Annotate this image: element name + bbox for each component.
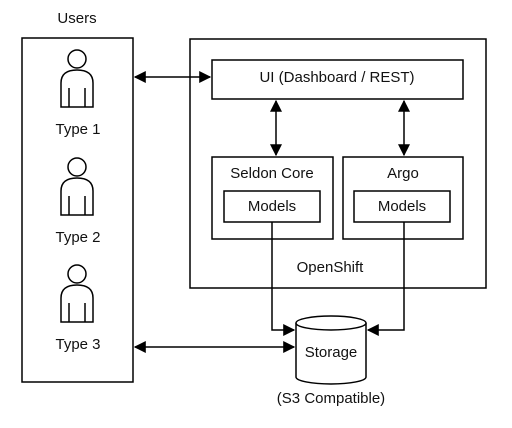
argo-models-box xyxy=(353,190,451,223)
storage-cylinder xyxy=(295,315,367,385)
argo-models-label: Models xyxy=(377,198,427,215)
user-type-1-label: Type 1 xyxy=(55,121,101,138)
user-icon-type-1 xyxy=(60,49,94,108)
ui-label: UI (Dashboard / REST) xyxy=(259,69,415,86)
openshift-panel xyxy=(189,38,487,289)
seldon-models-box xyxy=(223,190,321,223)
storage-caption: (S3 Compatible) xyxy=(276,390,386,407)
seldon-models-storage-connector xyxy=(271,222,296,336)
storage-label: Storage xyxy=(304,344,358,361)
user-type-3-label: Type 3 xyxy=(55,336,101,353)
users-panel xyxy=(21,37,134,383)
argo-title: Argo xyxy=(387,165,419,182)
seldon-models-label: Models xyxy=(247,198,297,215)
user-type-2-label: Type 2 xyxy=(55,229,101,246)
users-title: Users xyxy=(57,10,97,27)
ui-box xyxy=(211,59,464,100)
argo-models-storage-connector xyxy=(366,222,405,336)
seldon-core-title: Seldon Core xyxy=(230,165,314,182)
user-icon-type-3 xyxy=(60,264,94,323)
user-icon-type-2 xyxy=(60,157,94,216)
openshift-label: OpenShift xyxy=(296,259,364,276)
